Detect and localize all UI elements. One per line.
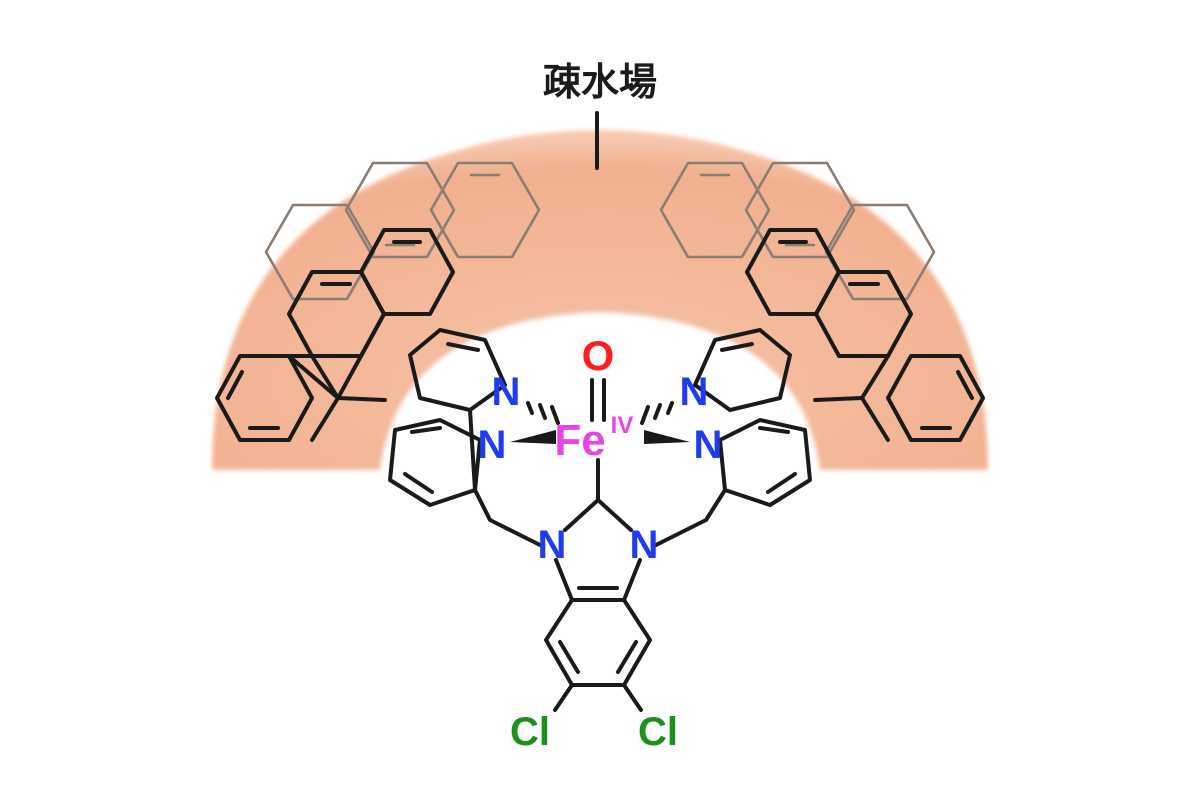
nitrogen-imidazole-left: N bbox=[538, 523, 567, 567]
chlorine-left: Cl bbox=[510, 710, 550, 754]
benzimidazole-core bbox=[468, 408, 727, 712]
back-anthracene-right bbox=[659, 161, 936, 301]
front-anthracene-left bbox=[215, 228, 455, 442]
nitrogen-upper-right: N bbox=[680, 370, 709, 414]
coordination-bonds bbox=[510, 378, 690, 502]
oxygen-atom: O bbox=[582, 332, 615, 379]
nitrogen-lower-left: N bbox=[478, 423, 507, 467]
chlorine-right: Cl bbox=[638, 710, 678, 754]
pyridine-right-upper bbox=[693, 328, 792, 412]
back-anthracene-left bbox=[264, 161, 541, 301]
nitrogen-imidazole-right: N bbox=[630, 523, 659, 567]
hydrophobic-field bbox=[212, 130, 988, 470]
iron-oxidation-state: IV bbox=[611, 412, 634, 439]
nitrogen-lower-right: N bbox=[694, 423, 723, 467]
nitrogen-upper-left: N bbox=[492, 370, 521, 414]
hydrophobic-field-label: 疎水場 bbox=[543, 60, 657, 104]
pyridine-left-lower bbox=[388, 418, 482, 507]
pyridine-right-lower bbox=[718, 418, 812, 507]
front-anthracene-right bbox=[745, 228, 985, 442]
iron-atom: Fe bbox=[554, 416, 605, 465]
